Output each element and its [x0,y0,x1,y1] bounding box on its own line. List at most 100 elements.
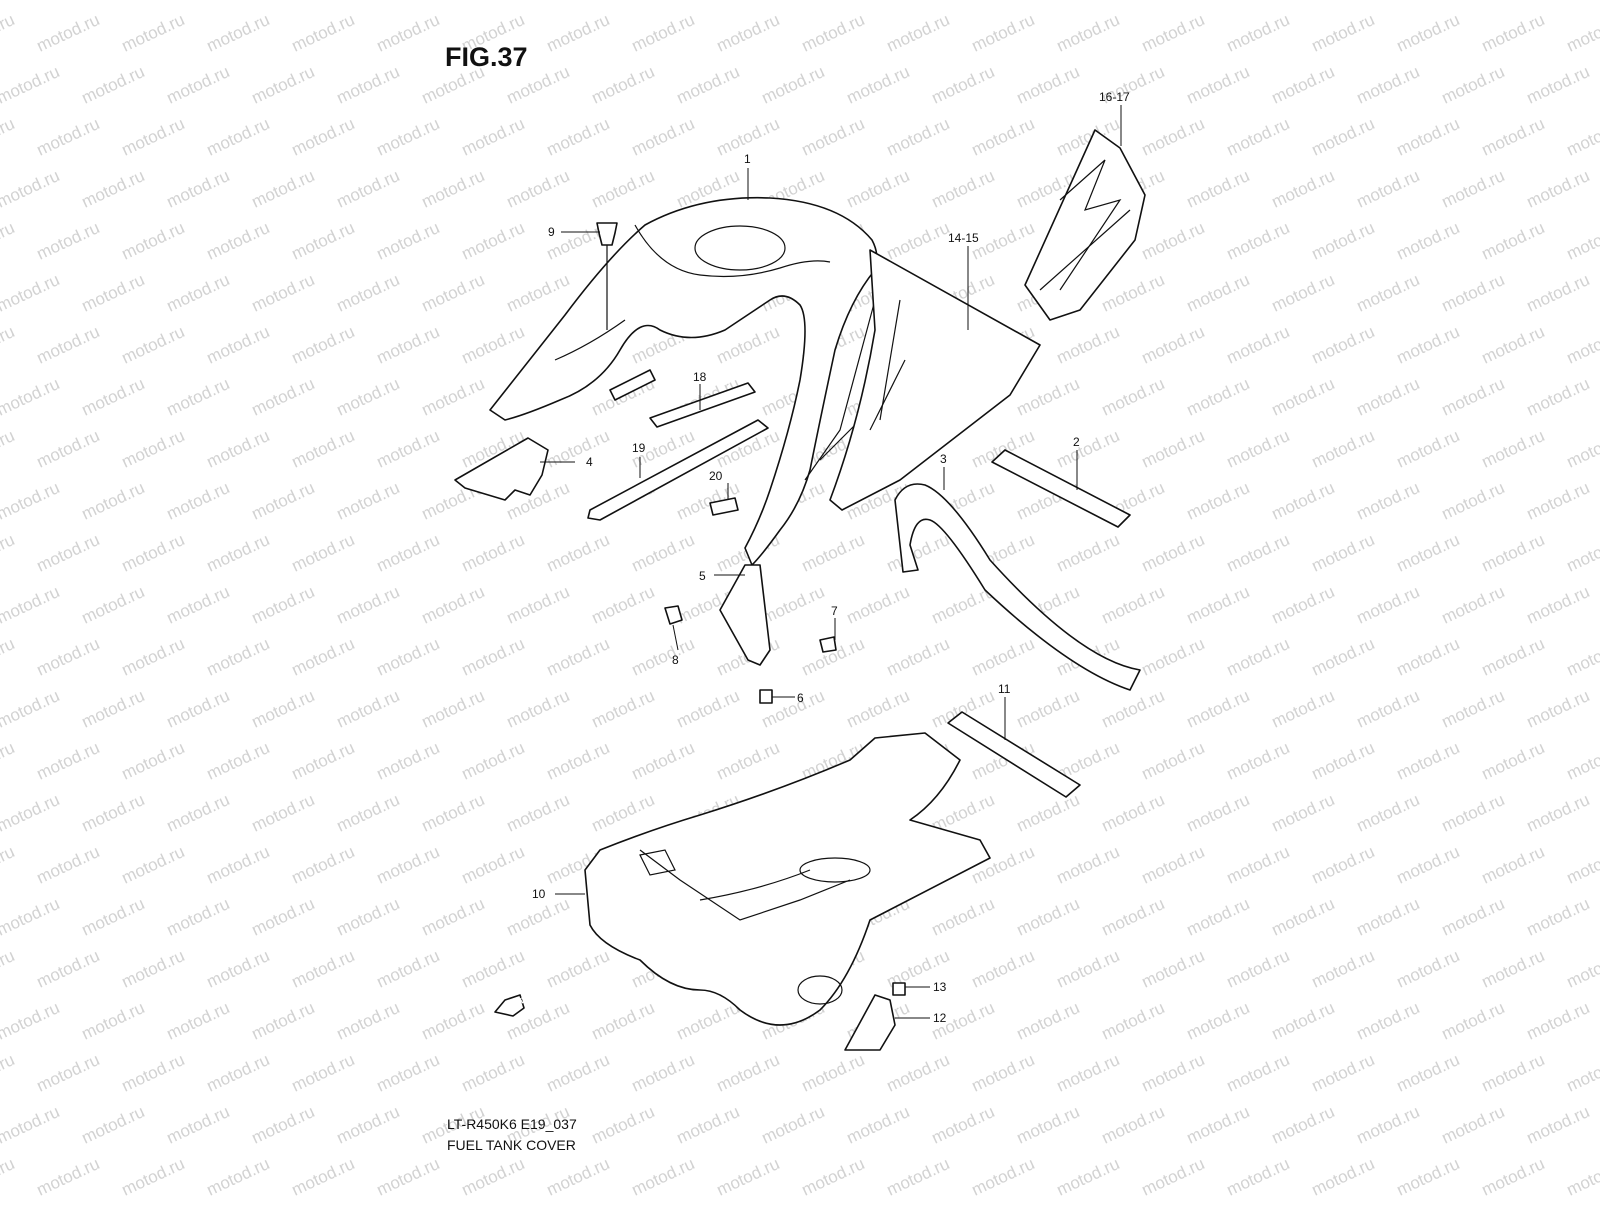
watermark-text: motod.ru [629,530,698,576]
callout-14-15: 14-15 [948,231,979,245]
watermark-text: motod.ru [1184,270,1253,316]
watermark-text: motod.ru [1439,1102,1508,1148]
callout-5: 5 [699,569,706,583]
watermark-text: motod.ru [164,166,233,212]
watermark-text: motod.ru [119,1050,188,1096]
watermark-text: motod.ru [1564,946,1600,992]
watermark-text: motod.ru [0,842,17,888]
watermark-text: motod.ru [0,530,17,576]
watermark-text: motod.ru [164,1102,233,1148]
watermark-text: motod.ru [0,1050,17,1096]
watermark-text: motod.ru [1564,1154,1600,1200]
watermark-text: motod.ru [1099,374,1168,420]
watermark-text: motod.ru [0,946,17,992]
watermark-text: motod.ru [589,1102,658,1148]
watermark-text: motod.ru [1139,426,1208,472]
watermark-text: motod.ru [419,790,488,836]
watermark-text: motod.ru [1479,842,1548,888]
watermark-text: motod.ru [1524,894,1593,940]
watermark-text: motod.ru [544,530,613,576]
watermark-text: motod.ru [674,62,743,108]
watermark-text: motod.ru [0,426,17,472]
watermark-text: motod.ru [1014,998,1083,1044]
watermark-text: motod.ru [459,1050,528,1096]
callout-10: 10 [532,887,546,901]
watermark-text: motod.ru [674,686,743,732]
watermark-text: motod.ru [1099,998,1168,1044]
watermark-text: motod.ru [1054,946,1123,992]
watermark-text: motod.ru [249,1102,318,1148]
watermark-text: motod.ru [419,374,488,420]
watermark-text: motod.ru [1479,634,1548,680]
watermark-text: motod.ru [1439,166,1508,212]
watermark-text: motod.ru [374,1154,443,1200]
watermark-text: motod.ru [119,634,188,680]
watermark-text: motod.ru [204,322,273,368]
watermark-text: motod.ru [504,270,573,316]
watermark-text: motod.ru [34,530,103,576]
watermark-text: motod.ru [629,10,698,56]
watermark-text: motod.ru [1394,842,1463,888]
watermark-text: motod.ru [1354,478,1423,524]
watermark-text: motod.ru [1309,1050,1378,1096]
watermark-text: motod.ru [0,114,17,160]
watermark-text: motod.ru [459,842,528,888]
watermark-text: motod.ru [799,114,868,160]
watermark-text: motod.ru [0,1154,17,1200]
watermark-text: motod.ru [844,62,913,108]
callout-19: 19 [632,441,646,455]
watermark-text: motod.ru [504,686,573,732]
watermark-text: motod.ru [459,530,528,576]
watermark-text: motod.ru [119,114,188,160]
watermark-text: motod.ru [374,426,443,472]
callout-13: 13 [933,980,947,994]
watermark-text: motod.ru [1269,686,1338,732]
bracket-part-12 [844,994,896,1051]
watermark-text: motod.ru [1354,62,1423,108]
watermark-text: motod.ru [164,582,233,628]
leader-lines [540,105,1122,1019]
watermark-text: motod.ru [1394,10,1463,56]
watermark-text: motod.ru [164,270,233,316]
watermark-text: motod.ru [1524,478,1593,524]
watermark-text: motod.ru [119,1154,188,1200]
watermark-text: motod.ru [1269,790,1338,836]
watermark-text: motod.ru [884,634,953,680]
watermark-text: motod.ru [0,894,62,940]
watermark-text: motod.ru [629,738,698,784]
watermark-text: motod.ru [0,322,17,368]
watermark-text: motod.ru [289,114,358,160]
watermark-text: motod.ru [1054,426,1123,472]
watermark-text: motod.ru [119,426,188,472]
watermark-text: motod.ru [249,166,318,212]
watermark-text: motod.ru [844,166,913,212]
watermark-text: motod.ru [504,790,573,836]
watermark-text: motod.ru [1439,374,1508,420]
callout-11: 11 [998,682,1011,696]
watermark-text: motod.ru [1224,1050,1293,1096]
watermark-text: motod.ru [844,686,913,732]
watermark-text: motod.ru [1564,218,1600,264]
watermark-text: motod.ru [1524,62,1593,108]
watermark-text: motod.ru [1439,998,1508,1044]
watermark-text: motod.ru [1439,894,1508,940]
watermark-text: motod.ru [969,1154,1038,1200]
watermark-text: motod.ru [1184,582,1253,628]
watermark-text: motod.ru [1224,634,1293,680]
watermark-text: motod.ru [1479,322,1548,368]
watermark-text: motod.ru [1269,1102,1338,1148]
watermark-text: motod.ru [589,62,658,108]
watermark-text: motod.ru [374,322,443,368]
watermark-text: motod.ru [459,738,528,784]
watermark-text: motod.ru [289,530,358,576]
watermark-text: motod.ru [1479,1154,1548,1200]
watermark-text: motod.ru [969,946,1038,992]
watermark-text: motod.ru [79,998,148,1044]
watermark-text: motod.ru [374,10,443,56]
watermark-text: motod.ru [1184,478,1253,524]
watermark-text: motod.ru [714,738,783,784]
watermark-text: motod.ru [1439,582,1508,628]
watermark-text: motod.ru [1439,62,1508,108]
watermark-text: motod.ru [1354,998,1423,1044]
watermark-text: motod.ru [929,894,998,940]
